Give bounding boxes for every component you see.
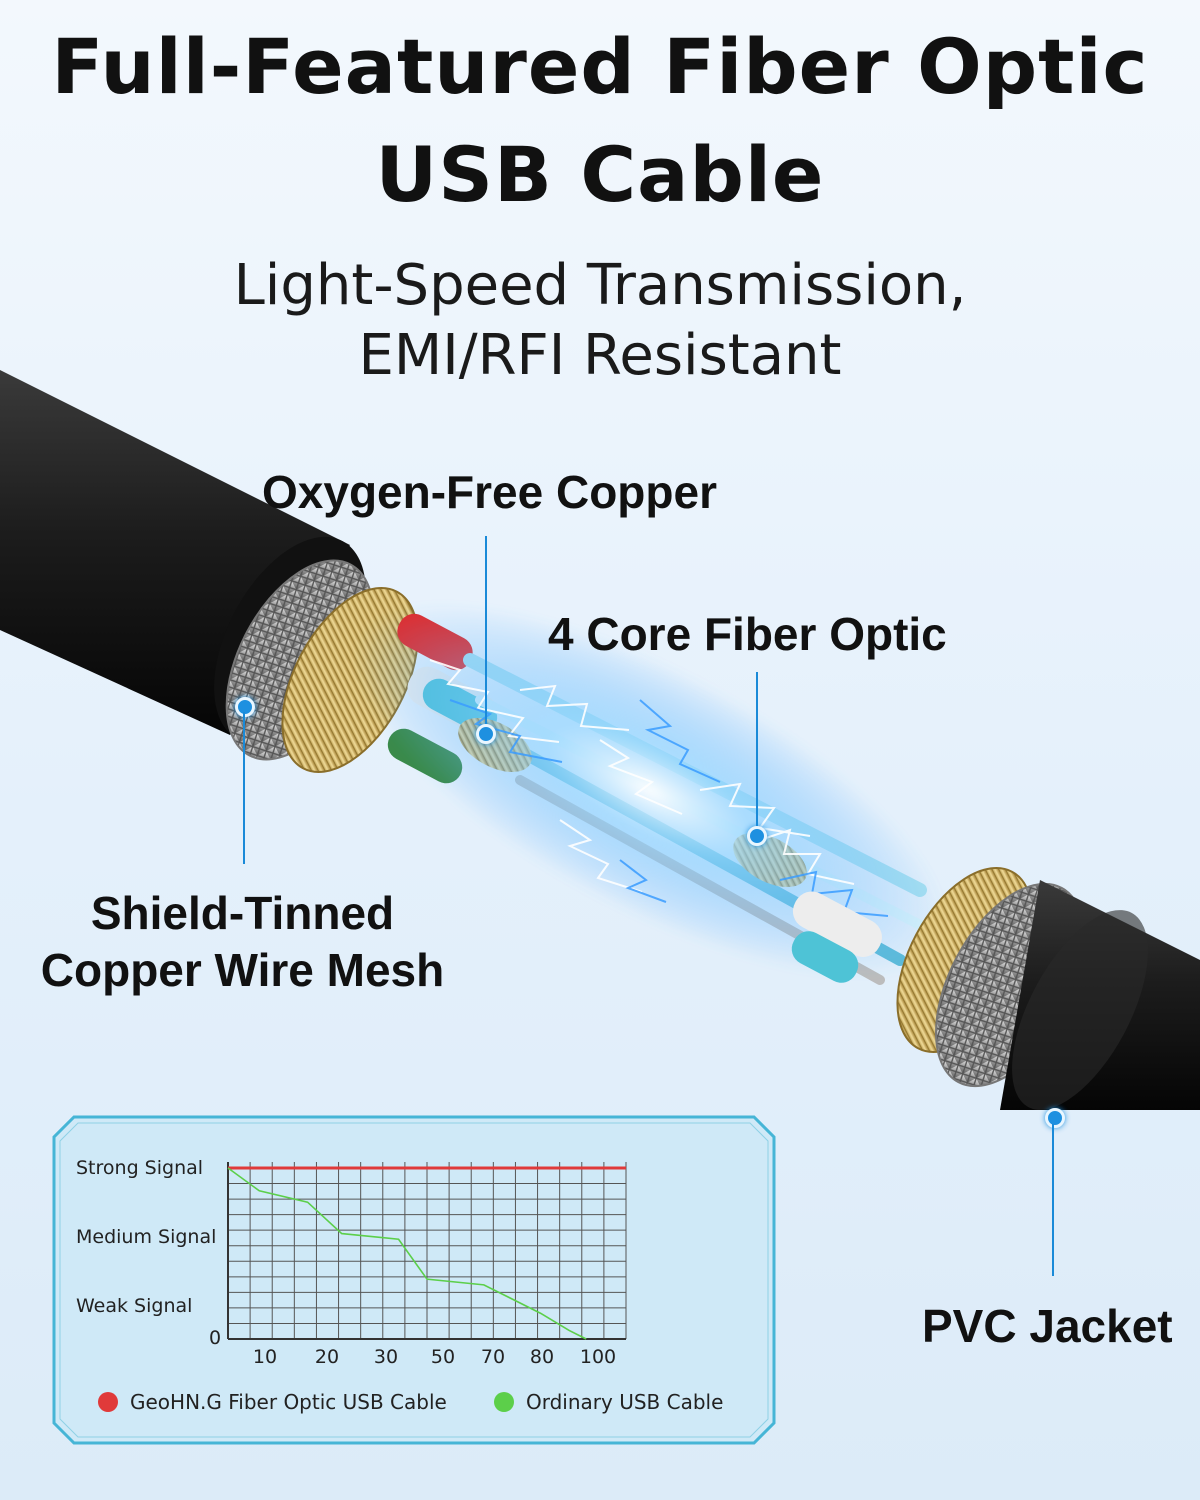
marker-dot-fiber bbox=[747, 826, 767, 846]
legend-dot-green-icon bbox=[494, 1392, 514, 1412]
leader-line-pvc bbox=[1052, 1124, 1054, 1276]
page-title-line2: USB Cable bbox=[375, 130, 825, 219]
cable-illustration bbox=[0, 370, 1200, 1110]
callout-shield-line1: Shield-Tinned bbox=[90, 887, 395, 939]
legend-dot-red-icon bbox=[98, 1392, 118, 1412]
series-line-ordinary bbox=[227, 1167, 587, 1340]
y-tick-label-medium: Medium Signal bbox=[76, 1226, 217, 1248]
callout-fiber-optic: 4 Core Fiber Optic bbox=[548, 608, 947, 660]
legend-label-ordinary: Ordinary USB Cable bbox=[526, 1390, 724, 1414]
x-tick-label: 50 bbox=[430, 1346, 456, 1368]
callout-oxygen-free-copper: Oxygen-Free Copper bbox=[262, 466, 717, 518]
x-tick-label: 100 bbox=[579, 1346, 617, 1368]
callout-shield-line2: Copper Wire Mesh bbox=[40, 944, 445, 996]
x-tick-label: 70 bbox=[480, 1346, 506, 1368]
y-tick-label-strong: Strong Signal bbox=[76, 1157, 204, 1179]
x-tick-label: 10 bbox=[252, 1346, 278, 1368]
panel-frame bbox=[52, 1115, 776, 1445]
leader-line-fiber bbox=[756, 672, 758, 830]
legend-label-fiber: GeoHN.G Fiber Optic USB Cable bbox=[130, 1390, 447, 1414]
leader-line-shield bbox=[243, 712, 245, 864]
marker-dot-copper bbox=[476, 724, 496, 744]
signal-chart-panel: Strong Signal Medium Signal Weak Signal … bbox=[52, 1115, 776, 1445]
y-tick-label-zero: 0 bbox=[209, 1327, 222, 1349]
x-tick-label: 30 bbox=[373, 1346, 399, 1368]
x-tick-label: 20 bbox=[314, 1346, 340, 1368]
y-tick-label-weak: Weak Signal bbox=[76, 1295, 193, 1317]
subtitle-line2: EMI/RFI Resistant bbox=[358, 323, 842, 388]
signal-chart-plot bbox=[227, 1162, 627, 1340]
subtitle-line1: Light-Speed Transmission, bbox=[233, 253, 967, 318]
leader-line-copper bbox=[485, 536, 487, 726]
page-title-line1: Full-Featured Fiber Optic bbox=[51, 22, 1149, 111]
marker-dot-pvc bbox=[1045, 1108, 1065, 1128]
marker-dot-shield bbox=[235, 697, 255, 717]
x-tick-label: 80 bbox=[529, 1346, 555, 1368]
legend-item-fiber: GeoHN.G Fiber Optic USB Cable bbox=[98, 1390, 447, 1414]
legend-item-ordinary: Ordinary USB Cable bbox=[494, 1390, 723, 1414]
callout-pvc-jacket: PVC Jacket bbox=[922, 1300, 1173, 1352]
